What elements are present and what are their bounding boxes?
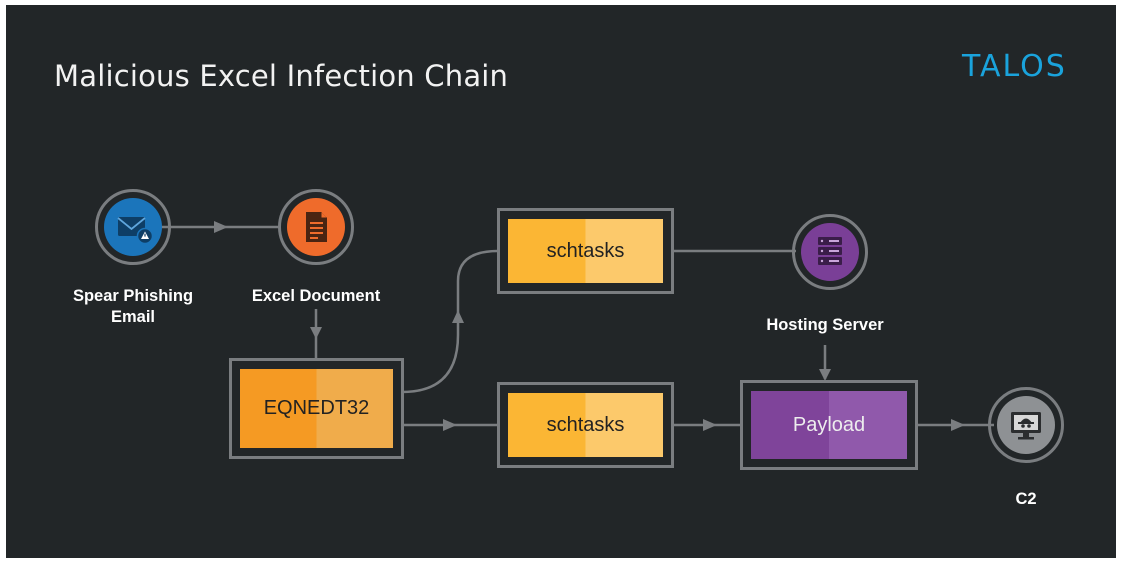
edge-eqnedt-schtasks-top bbox=[401, 249, 499, 394]
schtasks-top-label: schtasks bbox=[508, 219, 663, 283]
arrowhead bbox=[310, 327, 322, 339]
email-node bbox=[95, 189, 171, 265]
arrowhead bbox=[443, 419, 457, 431]
document-icon bbox=[306, 212, 327, 242]
eqnedt32-label: EQNEDT32 bbox=[240, 369, 393, 448]
eqnedt32-box: EQNEDT32 bbox=[229, 358, 404, 459]
arrowhead bbox=[819, 369, 831, 381]
c2-node bbox=[988, 387, 1064, 463]
page-title: Malicious Excel Infection Chain bbox=[54, 59, 509, 93]
email-label: Spear Phishing Email bbox=[72, 287, 194, 326]
arrowhead bbox=[951, 419, 965, 431]
slide: Malicious Excel Infection Chain TALOS bbox=[6, 5, 1116, 558]
schtasks-bottom-box: schtasks bbox=[497, 382, 674, 468]
payload-label: Payload bbox=[751, 391, 907, 459]
arrowhead bbox=[703, 419, 717, 431]
c2-label: C2 bbox=[1015, 490, 1037, 508]
payload-box: Payload bbox=[740, 380, 918, 470]
server-label: Hosting Server bbox=[766, 316, 884, 334]
arrowhead bbox=[214, 221, 228, 233]
excel-node bbox=[278, 189, 354, 265]
spy-monitor-icon bbox=[1011, 412, 1041, 440]
schtasks-bottom-label: schtasks bbox=[508, 393, 663, 457]
schtasks-top-box: schtasks bbox=[497, 208, 674, 294]
excel-label: Excel Document bbox=[251, 287, 381, 305]
server-icon bbox=[818, 237, 842, 265]
arrowhead bbox=[452, 310, 464, 323]
server-node bbox=[792, 214, 868, 290]
talos-logo: TALOS bbox=[962, 49, 1067, 84]
envelope-warning-icon bbox=[117, 217, 154, 245]
